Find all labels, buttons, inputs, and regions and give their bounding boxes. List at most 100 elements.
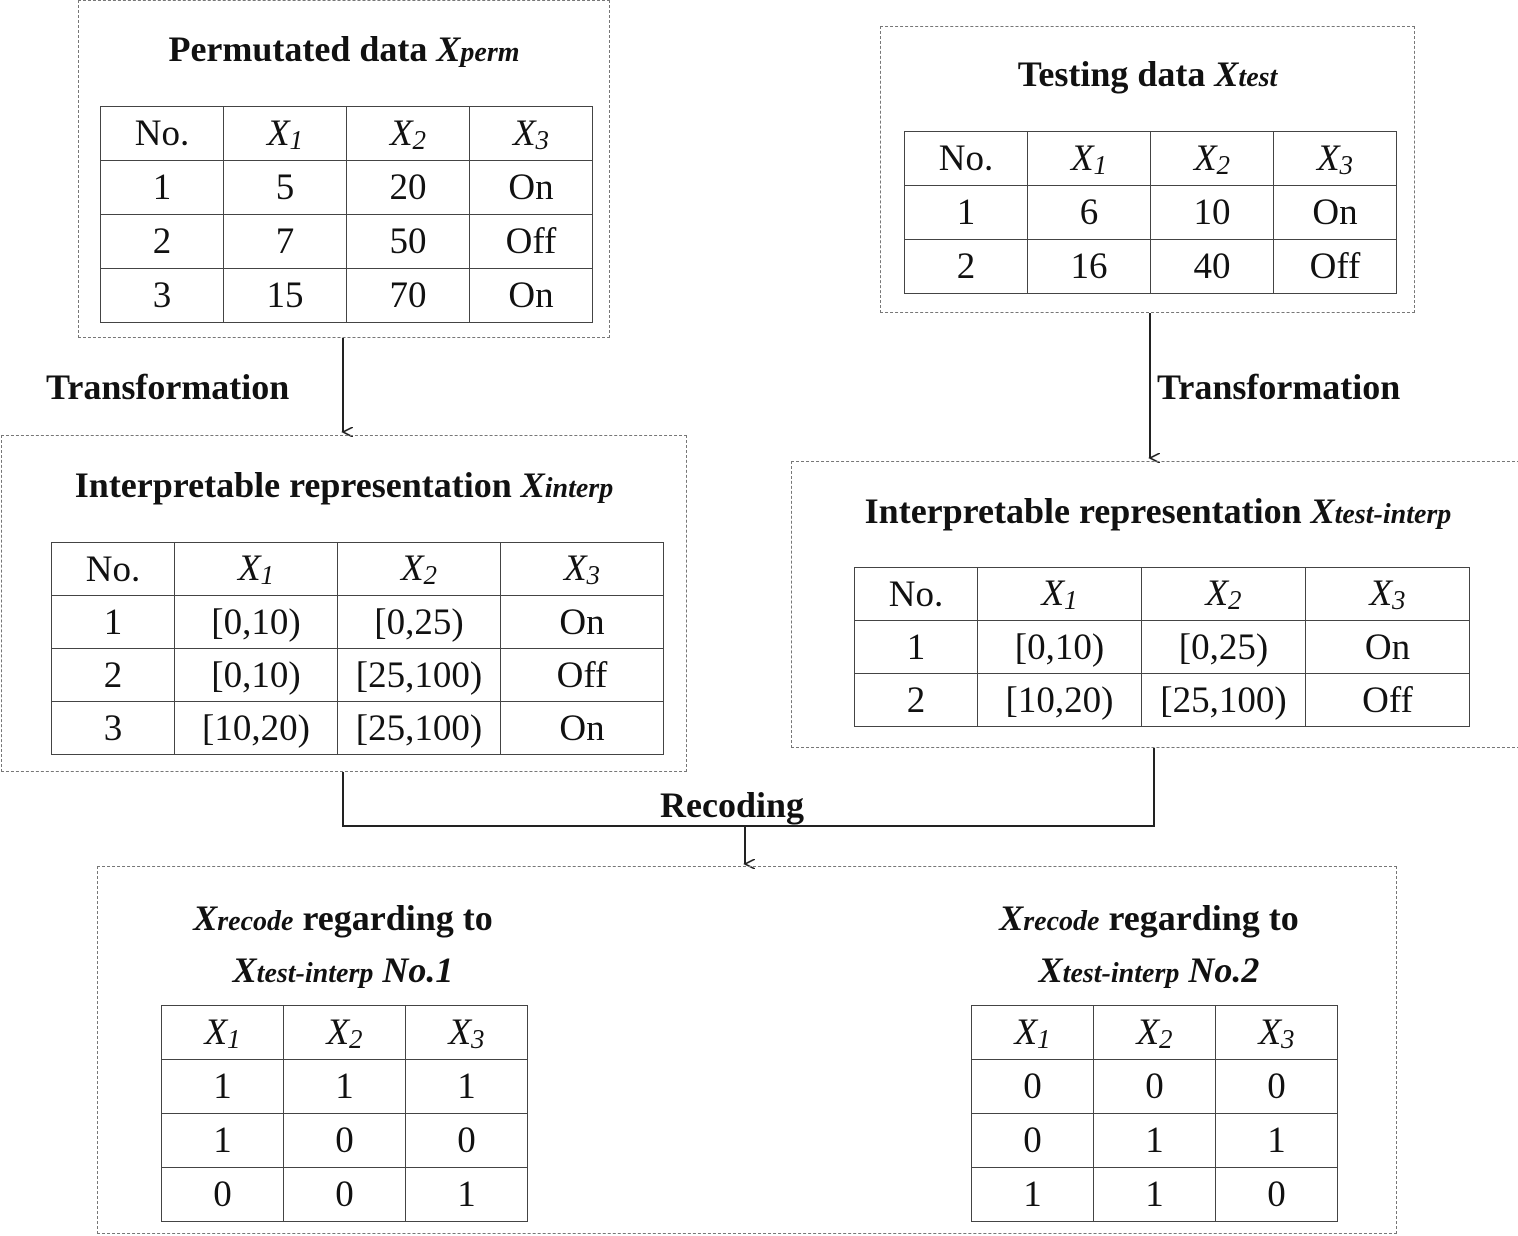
column-header: X1 <box>1027 131 1151 186</box>
table-cell: 10 <box>1150 185 1274 240</box>
table-cell: 1 <box>51 595 175 649</box>
table-cell: 0 <box>971 1059 1094 1114</box>
column-header: No. <box>854 567 978 621</box>
column-header: X2 <box>1150 131 1274 186</box>
table-cell: 1 <box>1093 1167 1216 1222</box>
table-cell: 7 <box>223 214 347 269</box>
table-cell: 5 <box>223 160 347 215</box>
column-header: X3 <box>405 1005 528 1060</box>
table-cell: 1 <box>405 1167 528 1222</box>
column-header: X3 <box>1215 1005 1338 1060</box>
table-cell: 0 <box>283 1167 406 1222</box>
test-interp-title: Interpretable representation Xtest-inter… <box>864 491 1452 531</box>
table-cell: 0 <box>1093 1059 1216 1114</box>
table-cell: Off <box>1273 239 1397 294</box>
table-cell: Off <box>500 648 664 702</box>
table-cell: 1 <box>904 185 1028 240</box>
permutated-data-title: Permutated data Xperm <box>168 29 520 69</box>
table-cell: 0 <box>1215 1059 1338 1114</box>
table-row: 3[10,20)[25,100)On <box>51 701 664 755</box>
table-row: 2[10,20)[25,100)Off <box>854 673 1470 727</box>
table-cell: 1 <box>283 1059 406 1114</box>
column-header: X3 <box>1273 131 1397 186</box>
table-cell: [25,100) <box>337 701 501 755</box>
table-cell: 40 <box>1150 239 1274 294</box>
table-cell: 3 <box>51 701 175 755</box>
column-header: X2 <box>1093 1005 1216 1060</box>
table-cell: 2 <box>904 239 1028 294</box>
table-cell: 15 <box>223 268 347 323</box>
table-cell: On <box>1273 185 1397 240</box>
recoding-join-line <box>342 748 1155 827</box>
table-cell: 0 <box>283 1113 406 1168</box>
table-cell: 2 <box>100 214 224 269</box>
column-header: X2 <box>283 1005 406 1060</box>
transformation-label-right: Transformation <box>1157 367 1401 407</box>
interp-title: Interpretable representation Xinterp <box>74 465 614 505</box>
table-cell: 1 <box>854 620 978 674</box>
table-cell: 1 <box>405 1059 528 1114</box>
transformation-label-left: Transformation <box>46 367 290 407</box>
column-header: X3 <box>469 106 593 161</box>
table-row: 2[0,10)[25,100)Off <box>51 648 664 702</box>
column-header: No. <box>51 542 175 596</box>
table-cell: On <box>469 268 593 323</box>
table-cell: 50 <box>346 214 470 269</box>
table-cell: 1 <box>161 1059 284 1114</box>
column-header: No. <box>100 106 224 161</box>
table-cell: 3 <box>100 268 224 323</box>
table-row: 1[0,10)[0,25)On <box>51 595 664 649</box>
table-cell: 1 <box>161 1113 284 1168</box>
table-cell: [0,10) <box>174 648 338 702</box>
table-cell: On <box>500 701 664 755</box>
table-cell: [10,20) <box>977 673 1142 727</box>
table-cell: 70 <box>346 268 470 323</box>
table-cell: [25,100) <box>1141 673 1306 727</box>
table-cell: 1 <box>1215 1113 1338 1168</box>
test-interp-box: Interpretable representation Xtest-inter… <box>791 461 1518 748</box>
table-cell: 20 <box>346 160 470 215</box>
column-header: X3 <box>500 542 664 596</box>
table-cell: On <box>500 595 664 649</box>
recode-1-title: Xrecode regarding to Xtest-interp No.1 <box>193 898 493 991</box>
table-cell: 2 <box>854 673 978 727</box>
interp-box: Interpretable representation Xinterp No.… <box>1 435 687 772</box>
column-header: X2 <box>337 542 501 596</box>
table-cell: 1 <box>100 160 224 215</box>
table-cell: [0,10) <box>174 595 338 649</box>
column-header: X1 <box>174 542 338 596</box>
table-cell: On <box>469 160 593 215</box>
table-row: 1[0,10)[0,25)On <box>854 620 1470 674</box>
table-cell: [0,25) <box>337 595 501 649</box>
table-cell: Off <box>469 214 593 269</box>
table-cell: 6 <box>1027 185 1151 240</box>
table-cell: [0,25) <box>1141 620 1306 674</box>
column-header: X3 <box>1305 567 1470 621</box>
table-cell: Off <box>1305 673 1470 727</box>
table-cell: 1 <box>1093 1113 1216 1168</box>
table-cell: On <box>1305 620 1470 674</box>
column-header: X1 <box>977 567 1142 621</box>
column-header: X2 <box>346 106 470 161</box>
